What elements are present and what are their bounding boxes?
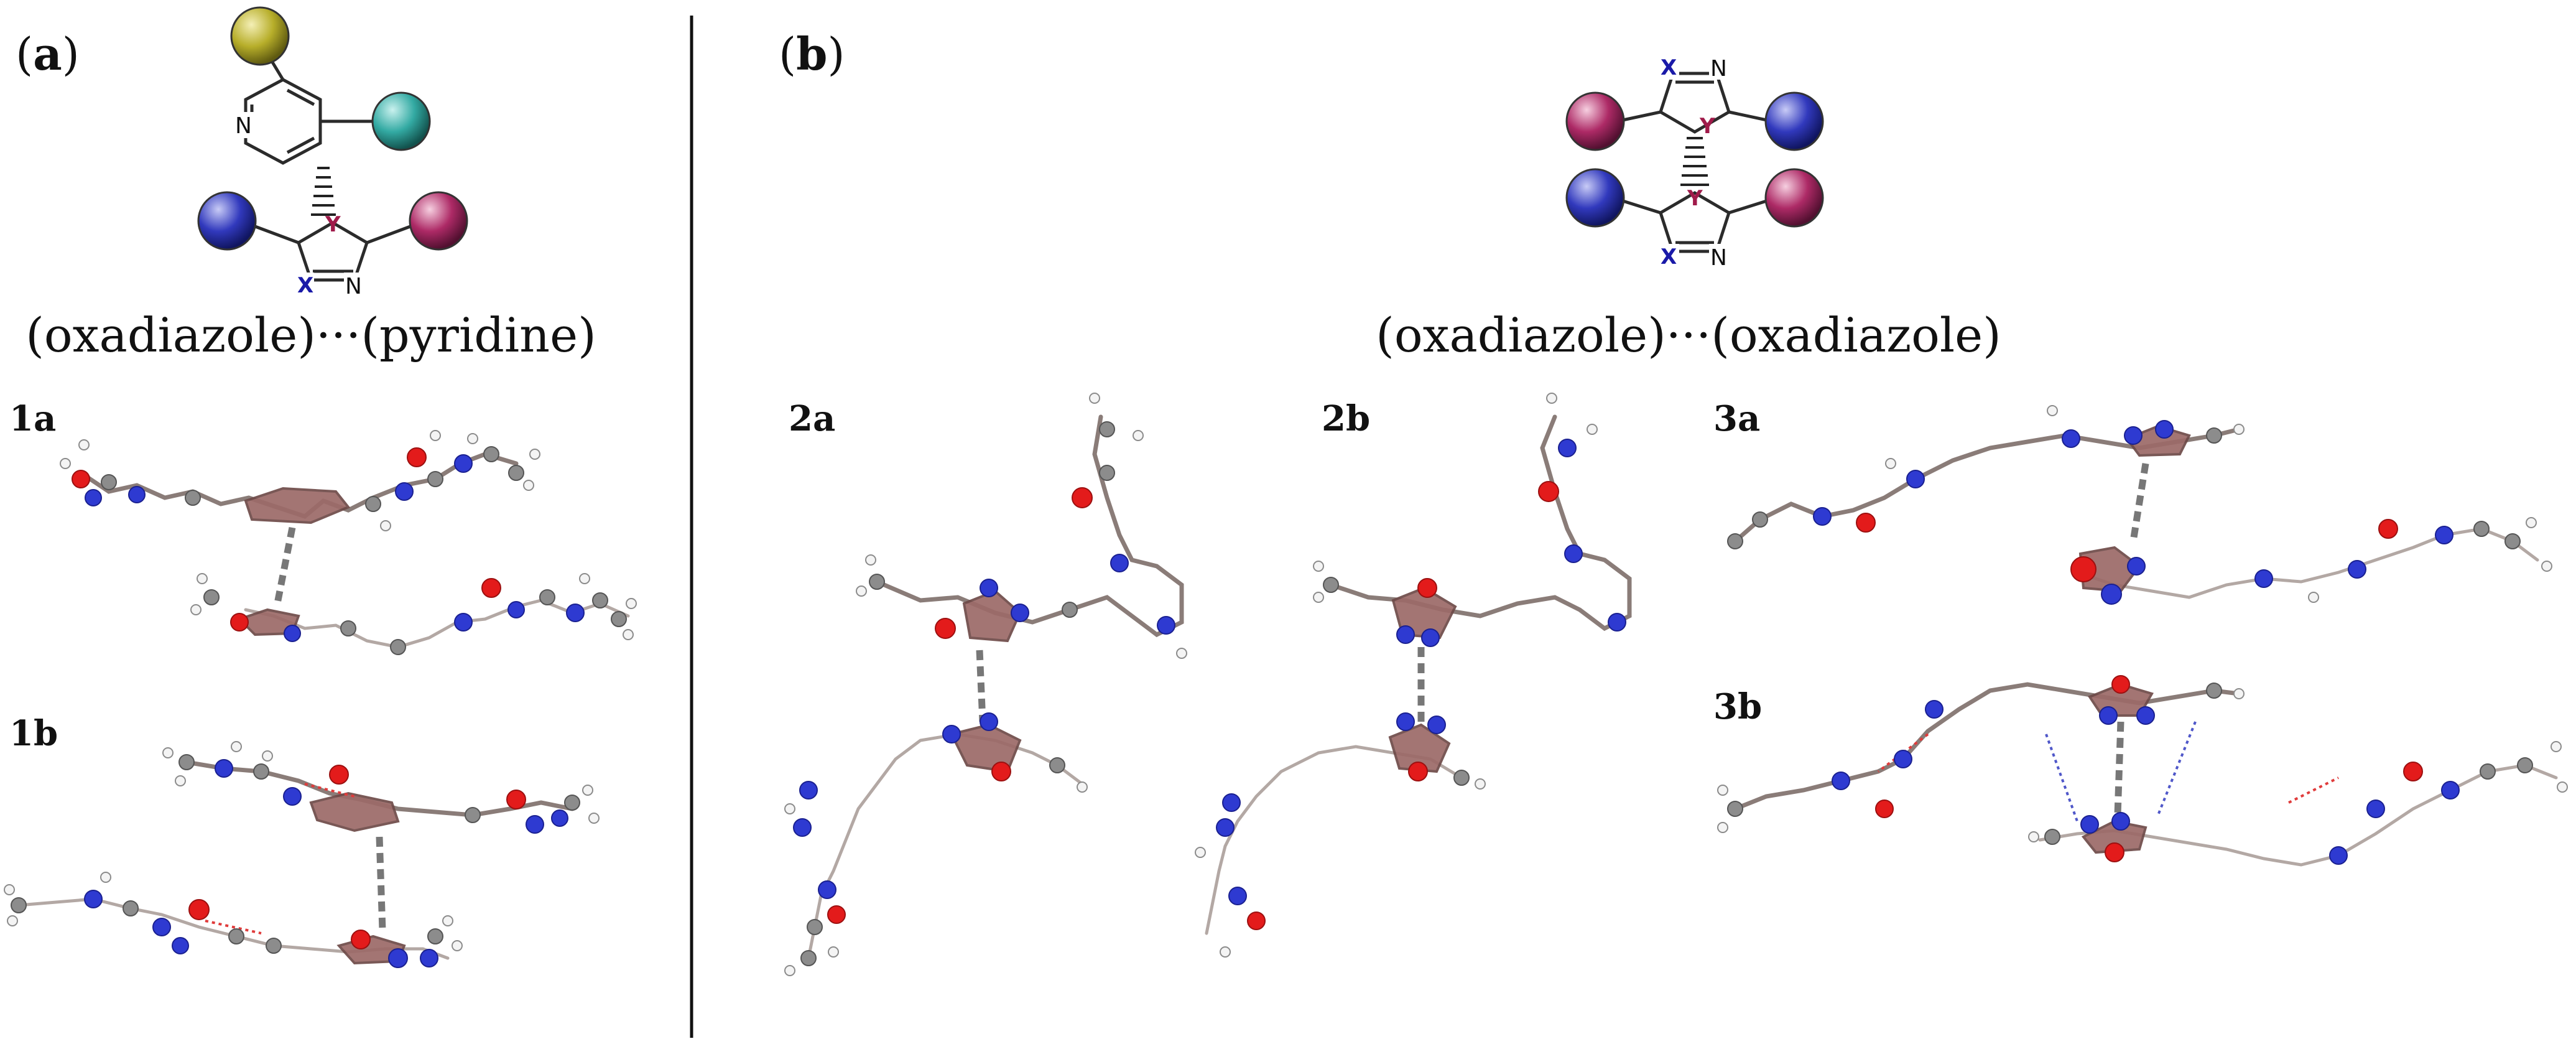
crystal-structure-3a (1727, 405, 2552, 605)
ring-1b-top (309, 791, 400, 832)
structure-label-1a: 1a (9, 398, 56, 439)
crystal-structure-1a (60, 430, 637, 655)
ring-y-label: Y (325, 212, 341, 237)
pyridine-ring-1a (244, 487, 351, 524)
ring-x-label: X (297, 273, 313, 298)
stacking-contact-3a (2129, 463, 2149, 542)
structure-label-3a: 3a (1713, 398, 1760, 439)
stacking-contact-2a (976, 650, 986, 722)
substituent-blue-sphere-top (1764, 91, 1824, 151)
top-ring-y-label: Y (1699, 114, 1715, 139)
substituent-blue-sphere (197, 191, 257, 251)
scheme-pyridine-oxadiazole: N Y X N (197, 6, 468, 299)
ring-n-label: N (345, 274, 362, 299)
caption-oxadiazole-pyridine: (oxadiazole)···(pyridine) (25, 307, 596, 363)
bottom-ring-y-label: Y (1687, 186, 1703, 211)
bottom-ring-x-label: X (1661, 245, 1677, 269)
oxadiazole-ring-2b-bottom (1388, 723, 1451, 773)
substituent-magenta-sphere (409, 191, 468, 251)
structure-label-2a: 2a (789, 398, 835, 439)
crystal-structure-3b (1717, 675, 2568, 867)
panel-label-a: (a) (16, 27, 80, 80)
structure-label-2b: 2b (1322, 398, 1370, 439)
hashed-contact-a (311, 167, 336, 216)
substituent-teal-sphere (371, 91, 431, 151)
top-ring-x-label: X (1661, 55, 1677, 80)
structure-label-3b: 3b (1713, 686, 1762, 727)
crystal-structure-2a (784, 393, 1187, 976)
top-ring-n-label: N (1710, 56, 1727, 82)
crystal-structure-2b (1195, 393, 1632, 958)
stacking-contact-1a (273, 526, 296, 608)
oxadiazole-ring-3a-top (2124, 424, 2191, 457)
scheme-oxadiazole-oxadiazole: X N Y Y X N (1565, 55, 1824, 271)
hashed-contact-b (1680, 137, 1709, 186)
substituent-olive-sphere (230, 6, 290, 66)
stacking-contact-3b (2114, 721, 2124, 816)
bottom-ring-n-label: N (1710, 245, 1727, 271)
substituent-blue-sphere-bottom (1565, 168, 1625, 228)
structure-label-1b: 1b (9, 713, 58, 754)
substituent-magenta-sphere-top (1565, 91, 1625, 151)
stacking-contact-1b (376, 836, 386, 931)
caption-oxadiazole-oxadiazole: (oxadiazole)···(oxadiazole) (1376, 307, 2001, 363)
oxadiazole-ring-1a (237, 608, 300, 636)
substituent-magenta-sphere-bottom (1764, 168, 1824, 228)
crystal-structure-1b (4, 741, 600, 968)
panel-label-b: (b) (779, 27, 845, 80)
oxadiazole-ring-3b-bottom (2081, 819, 2147, 854)
oxadiazole-ring-2a-bottom (950, 723, 1022, 773)
pyridine-n-label: N (235, 113, 252, 139)
